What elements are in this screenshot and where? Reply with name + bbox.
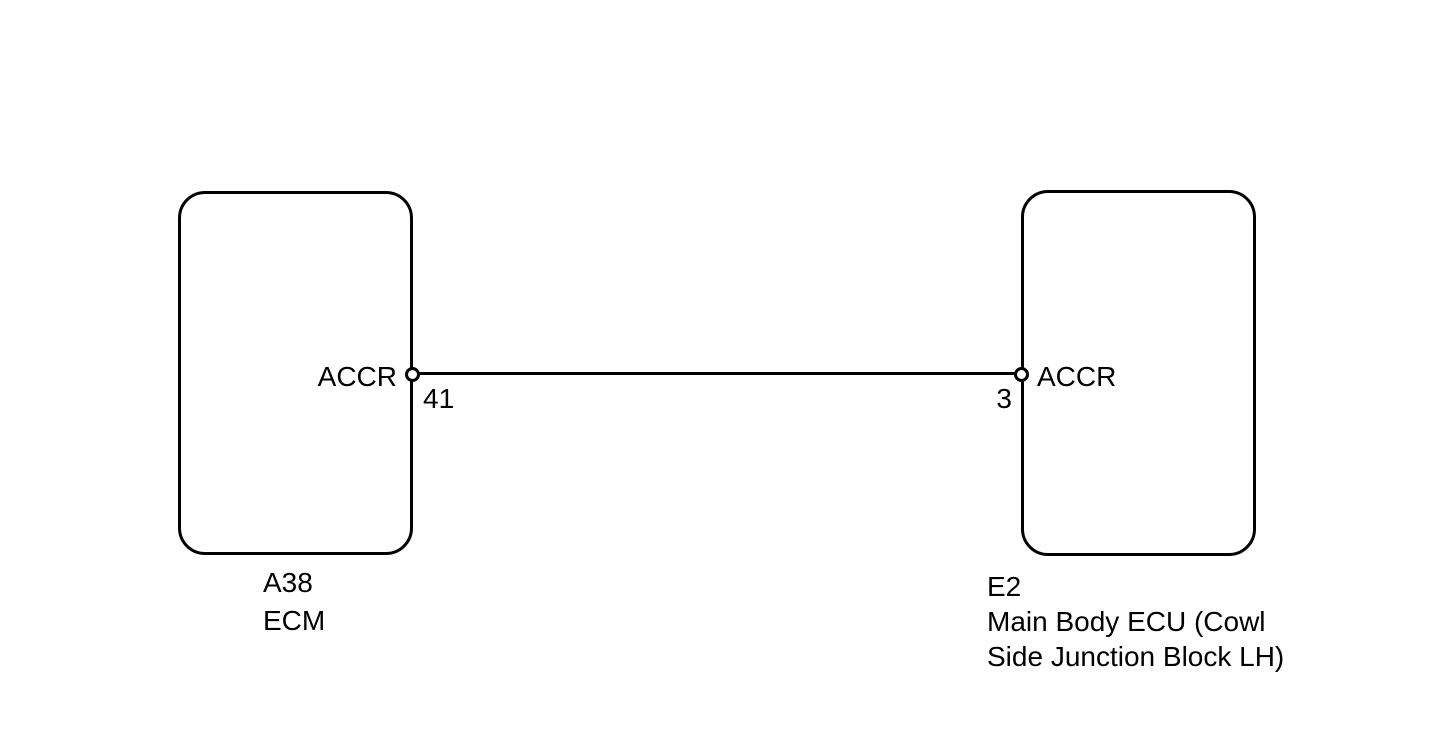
caption-e2: E2 Main Body ECU (Cowl Side Junction Blo…	[987, 569, 1284, 674]
pin-label-e2-accr: ACCR	[1037, 361, 1117, 392]
caption-a38-name: ECM	[263, 605, 326, 636]
wire-accr	[413, 372, 1021, 375]
terminal-circle-e2-pin3	[1014, 367, 1029, 382]
connector-box-a38	[178, 191, 413, 555]
caption-e2-name-line1: Main Body ECU (Cowl	[987, 606, 1266, 637]
terminal-circle-a38-pin41	[405, 367, 420, 382]
caption-e2-name-line2: Side Junction Block LH)	[987, 641, 1285, 672]
caption-e2-code: E2	[987, 571, 1022, 602]
pin-label-a38-accr: ACCR	[317, 361, 397, 392]
caption-a38-code: A38	[263, 567, 313, 598]
pin-number-a38-41: 41	[423, 383, 455, 414]
caption-a38: A38 ECM	[263, 564, 325, 640]
pin-number-e2-3: 3	[996, 383, 1012, 414]
connector-box-e2	[1021, 190, 1256, 556]
